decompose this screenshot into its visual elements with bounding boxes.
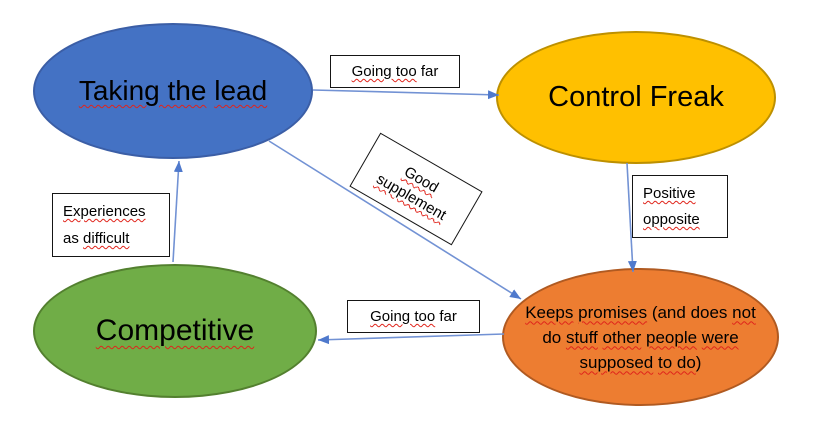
arrow-control-freak-to-keeps-promises[interactable]: [626, 162, 637, 273]
node-taking-the-lead-label: Taking the lead: [79, 75, 267, 107]
text-segment: far: [435, 308, 457, 325]
text-segment: far: [416, 63, 439, 80]
text-segment: Competitive: [95, 314, 255, 347]
edge-label-going-too-far-top[interactable]: Going too far: [330, 55, 460, 88]
text-segment: Keeps: [525, 302, 574, 322]
text-segment: do: [542, 327, 566, 347]
text-segment: Taking the: [78, 75, 207, 106]
edge-label-going-too-far-bottom[interactable]: Going too far: [347, 300, 480, 333]
text-segment: opposite: [643, 211, 700, 228]
node-competitive-label: Competitive: [96, 314, 254, 348]
text-segment: supposed: [579, 352, 654, 372]
arrow-taking-lead-to-keeps-promises[interactable]: [268, 140, 522, 300]
text-segment: Experiences: [63, 203, 146, 220]
text-segment: promises: [578, 302, 648, 322]
arrow-taking-lead-to-control-freak[interactable]: [312, 89, 500, 100]
text-segment: Control Freak: [548, 81, 724, 113]
node-keeps-promises-label: Keeps promises (and does not do stuff oth…: [525, 300, 756, 375]
edge-label-going-too-far-top-text: Going too far: [352, 63, 439, 80]
node-keeps-promises[interactable]: Keeps promises (and does not do stuff oth…: [502, 268, 779, 406]
edge-label-going-too-far-bottom-text: Going too far: [370, 308, 457, 325]
text-segment: lead: [214, 75, 268, 106]
node-competitive[interactable]: Competitive: [33, 264, 317, 398]
text-segment: Positive: [643, 185, 696, 202]
edge-label-positive-opposite-text: Positive opposite: [643, 185, 700, 228]
text-segment: as: [63, 230, 84, 247]
text-segment: to do: [657, 352, 696, 372]
text-segment: ): [695, 352, 702, 372]
edge-label-experiences-as-difficult[interactable]: Experiences as difficult: [52, 193, 170, 257]
text-segment: people: [646, 327, 698, 347]
text-segment: were: [701, 327, 739, 347]
text-segment: stuff: [565, 327, 598, 347]
text-segment: other: [602, 327, 642, 347]
arrow-keeps-promises-to-competitive[interactable]: [317, 333, 505, 345]
arrow-competitive-to-taking-lead[interactable]: [172, 160, 183, 263]
text-segment: (and does: [647, 302, 733, 322]
text-segment: difficult: [83, 230, 130, 247]
edge-label-experiences-as-difficult-text: Experiences as difficult: [63, 203, 146, 247]
edge-label-positive-opposite[interactable]: Positive opposite: [632, 175, 728, 238]
node-control-freak[interactable]: Control Freak: [496, 31, 776, 164]
node-control-freak-label: Control Freak: [548, 81, 724, 114]
text-segment: Going too: [370, 308, 436, 325]
text-segment: not: [732, 302, 756, 322]
text-segment: Going too: [351, 63, 417, 80]
node-taking-the-lead[interactable]: Taking the lead: [33, 23, 313, 159]
